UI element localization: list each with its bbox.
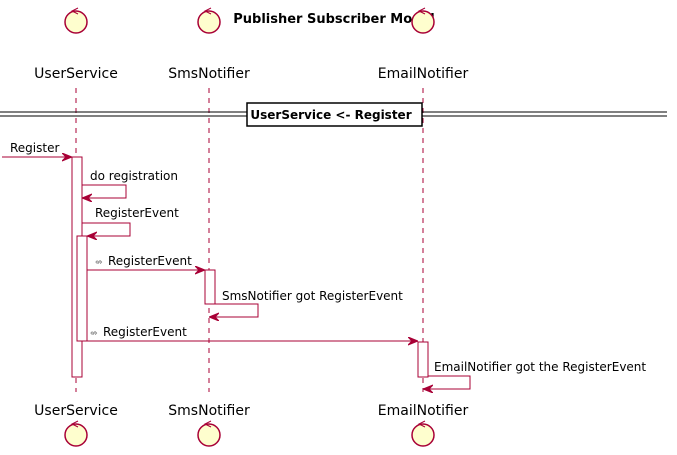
message-do-registration: do registration (82, 169, 178, 198)
participant-emailnotifier-top: EmailNotifier (378, 7, 469, 82)
message-email-got-event: EmailNotifier got the RegisterEvent (424, 360, 646, 389)
async-glyph: ⇎ (95, 258, 103, 268)
control-icon (411, 7, 435, 34)
activation-userservice-nested (76, 235, 88, 342)
participant-label: SmsNotifier (168, 66, 250, 82)
participant-label: EmailNotifier (378, 403, 469, 419)
participant-userservice-bottom: UserService (34, 403, 118, 447)
message-registerevent-to-email: ⇎ RegisterEvent (87, 325, 417, 341)
message-label: RegisterEvent (95, 206, 179, 220)
control-icon (197, 7, 221, 34)
control-icon (197, 420, 221, 447)
participant-label: EmailNotifier (378, 66, 469, 82)
divider: UserService <- Register (0, 102, 667, 127)
message-label: SmsNotifier got RegisterEvent (222, 289, 403, 303)
participant-emailnotifier-bottom: EmailNotifier (378, 403, 469, 447)
control-icon (64, 7, 88, 34)
diagram-title: Publisher Subscriber Model (233, 12, 435, 27)
message-label: Register (10, 141, 59, 155)
message-label: RegisterEvent (103, 325, 187, 339)
message-label: EmailNotifier got the RegisterEvent (434, 360, 646, 374)
message-label: do registration (90, 169, 178, 183)
control-icon (64, 420, 88, 447)
message-registerevent-self: RegisterEvent (82, 206, 179, 236)
participant-label: UserService (34, 403, 118, 419)
participant-smsnotifier-top: SmsNotifier (168, 7, 250, 82)
activation-emailnotifier (417, 341, 429, 378)
control-icon (411, 420, 435, 447)
message-registerevent-to-sms: ⇎ RegisterEvent (87, 254, 204, 270)
message-label: RegisterEvent (108, 254, 192, 268)
divider-label: UserService <- Register (250, 108, 411, 122)
message-sms-got-event: SmsNotifier got RegisterEvent (210, 289, 403, 317)
participant-userservice-top: UserService (34, 7, 118, 82)
async-glyph: ⇎ (90, 329, 98, 339)
participant-smsnotifier-bottom: SmsNotifier (168, 403, 250, 447)
participant-label: SmsNotifier (168, 403, 250, 419)
activation-smsnotifier (204, 269, 216, 305)
message-register: Register (2, 141, 71, 157)
participant-label: UserService (34, 66, 118, 82)
